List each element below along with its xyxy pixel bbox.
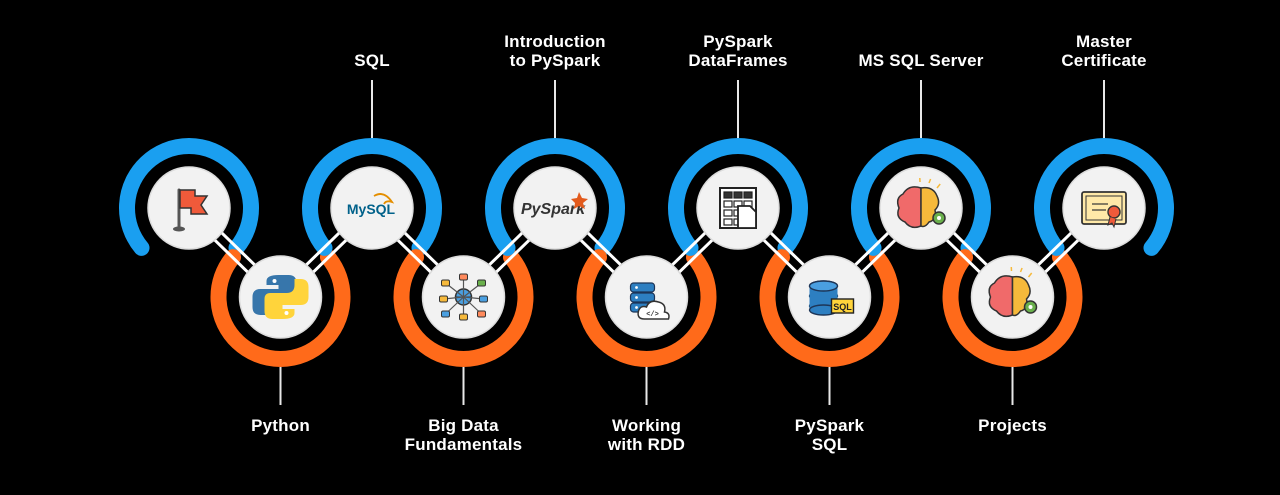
svg-text:MySQL: MySQL <box>347 201 396 217</box>
dataframe-grid-icon <box>720 188 756 228</box>
node-dataframes <box>697 167 779 249</box>
label-bigdata: Big Data Fundamentals <box>405 416 523 454</box>
node-pysparksql: SQL <box>789 256 871 338</box>
certificate-icon <box>1082 192 1126 227</box>
node-projects <box>972 256 1054 338</box>
node-python <box>240 256 322 338</box>
label-dataframes: PySpark DataFrames <box>688 32 787 70</box>
node-pyspark: PySpark <box>514 167 596 249</box>
node-mssql <box>880 167 962 249</box>
network-nodes-icon <box>440 274 488 320</box>
label-mssql: MS SQL Server <box>858 51 983 70</box>
label-python: Python <box>251 416 310 435</box>
label-sql: SQL <box>354 51 390 70</box>
svg-text:</>: </> <box>646 311 659 319</box>
node-sql: MySQL <box>331 167 413 249</box>
node-rdd: </> <box>606 256 688 338</box>
label-pyspark: Introduction to PySpark <box>504 32 606 70</box>
label-projects: Projects <box>978 416 1047 435</box>
svg-text:SQL: SQL <box>833 302 852 312</box>
node-bigdata <box>423 256 505 338</box>
label-cert: Master Certificate <box>1061 32 1146 70</box>
node-cert <box>1063 167 1145 249</box>
label-pysparksql: PySpark SQL <box>795 416 864 454</box>
node-start <box>148 167 230 249</box>
label-rdd: Working with RDD <box>608 416 685 454</box>
